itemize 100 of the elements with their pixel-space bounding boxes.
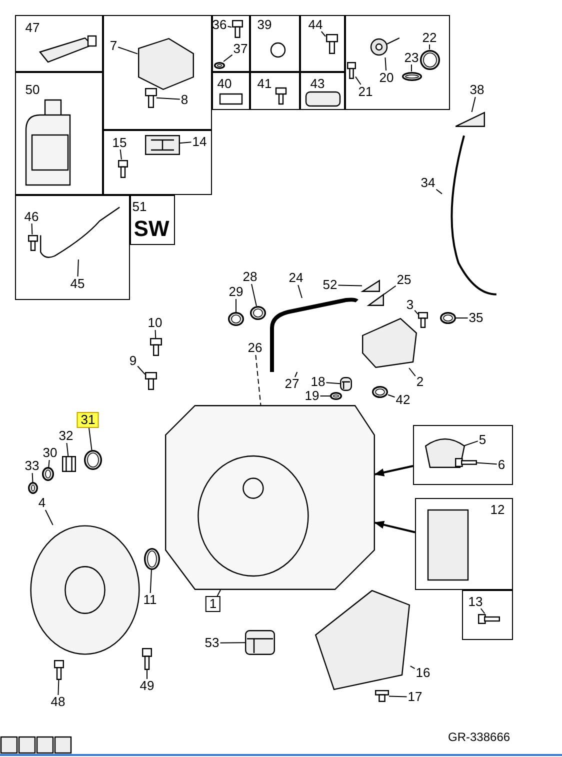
- leader-line: [216, 590, 221, 596]
- leader-line: [384, 285, 396, 295]
- panel-frame: [103, 130, 212, 195]
- leader-line: [255, 354, 262, 406]
- ring-icon: [228, 312, 244, 326]
- leader-line: [31, 223, 33, 235]
- panel-frame: [250, 72, 300, 110]
- arrow: [374, 465, 414, 476]
- ring-icon: [144, 548, 160, 570]
- callout-number: 8: [180, 92, 190, 106]
- callout-number: 7: [108, 38, 118, 52]
- plug-icon: [340, 377, 352, 391]
- leader-line: [44, 510, 54, 526]
- callout-number: 9: [128, 354, 138, 368]
- ring-icon: [42, 467, 54, 481]
- ring-icon: [420, 50, 440, 70]
- torque-converter-drawing: [30, 525, 140, 655]
- callout-number: 35: [468, 311, 484, 325]
- panel-frame: [15, 15, 103, 72]
- callout-number: 34: [420, 176, 436, 190]
- leader-line: [384, 57, 387, 71]
- bolt-icon: [54, 660, 64, 680]
- callout-number: 3: [405, 298, 415, 312]
- ring-icon: [372, 386, 388, 398]
- callout-number: 15: [111, 136, 128, 150]
- callout-number: 17: [406, 690, 424, 704]
- leader-line: [338, 284, 362, 286]
- callout-number: 21: [357, 84, 374, 98]
- leader-line: [154, 330, 156, 338]
- arrow: [374, 520, 416, 534]
- bolt-icon: [28, 234, 38, 250]
- callout-number: 33: [24, 459, 40, 473]
- callout-number: 36: [211, 18, 228, 32]
- leader-line: [388, 394, 396, 398]
- callout-number: 43: [309, 76, 326, 90]
- leader-line: [476, 462, 498, 465]
- panel-frame: [212, 15, 250, 72]
- callout-number: 20: [378, 70, 395, 84]
- callout-number: 52: [322, 278, 338, 292]
- leader-line: [429, 44, 430, 50]
- leader-line: [118, 46, 138, 54]
- callout-number: 44: [307, 18, 324, 32]
- bolt-icon: [232, 20, 242, 38]
- callout-number: 18: [310, 375, 326, 389]
- panel-frame: [415, 498, 513, 590]
- boxed-callout-number: 1: [205, 596, 221, 612]
- clip-icon: [455, 112, 485, 127]
- leader-line: [58, 680, 60, 696]
- leader-line: [436, 188, 442, 194]
- callout-number: 24: [288, 271, 304, 285]
- bolt-icon: [454, 458, 476, 466]
- callout-number: 37: [232, 42, 249, 56]
- leader-line: [355, 76, 362, 85]
- bracket-drawing: [138, 38, 194, 90]
- callout-number: 25: [396, 273, 412, 287]
- ring-icon: [402, 72, 422, 80]
- ring-icon: [28, 482, 38, 494]
- leader-line: [48, 460, 50, 468]
- valve-drawing: [370, 36, 400, 58]
- callout-number: 26: [246, 341, 264, 355]
- callout-number: 53: [204, 636, 220, 650]
- leader-line: [137, 366, 146, 375]
- bolt-icon: [418, 312, 428, 328]
- leader-line: [88, 428, 92, 450]
- ring-icon: [440, 312, 456, 324]
- leader-line: [414, 310, 418, 315]
- callout-number: 16: [414, 666, 432, 680]
- callout-number: 30: [42, 446, 58, 460]
- panel-frame: [413, 425, 513, 485]
- bolt-icon: [144, 88, 156, 108]
- callout-number: 10: [146, 316, 164, 330]
- leader-line: [326, 382, 340, 384]
- callout-number: 12: [489, 502, 506, 516]
- callout-number: 50: [24, 82, 41, 96]
- leader-line: [146, 670, 148, 680]
- leader-line: [251, 284, 257, 306]
- panel-frame: [300, 15, 345, 72]
- sensor-icon: [144, 134, 180, 154]
- leader-line: [32, 472, 34, 482]
- callout-number: 38: [468, 83, 486, 97]
- panel-frame: [212, 72, 250, 110]
- callout-number: 40: [216, 76, 233, 90]
- callout-number: 28: [242, 270, 258, 284]
- callout-number: 14: [191, 134, 208, 148]
- leader-line: [464, 440, 478, 446]
- callout-number: 5: [478, 432, 488, 446]
- callout-number: 47: [24, 20, 41, 34]
- callout-number: 2: [415, 375, 425, 389]
- callout-number: 22: [421, 30, 438, 44]
- leader-line: [408, 368, 416, 377]
- panel-frame: [103, 15, 212, 130]
- ring-icon: [250, 306, 266, 320]
- drawing-number: GR-338666: [447, 730, 512, 744]
- callout-number: 48: [50, 695, 66, 709]
- bolt-icon: [145, 372, 157, 390]
- code-label: SW: [132, 216, 170, 240]
- leader-line: [66, 442, 69, 456]
- panel-frame: [345, 15, 450, 110]
- leader-line: [156, 97, 180, 100]
- callout-number: 46: [23, 210, 40, 224]
